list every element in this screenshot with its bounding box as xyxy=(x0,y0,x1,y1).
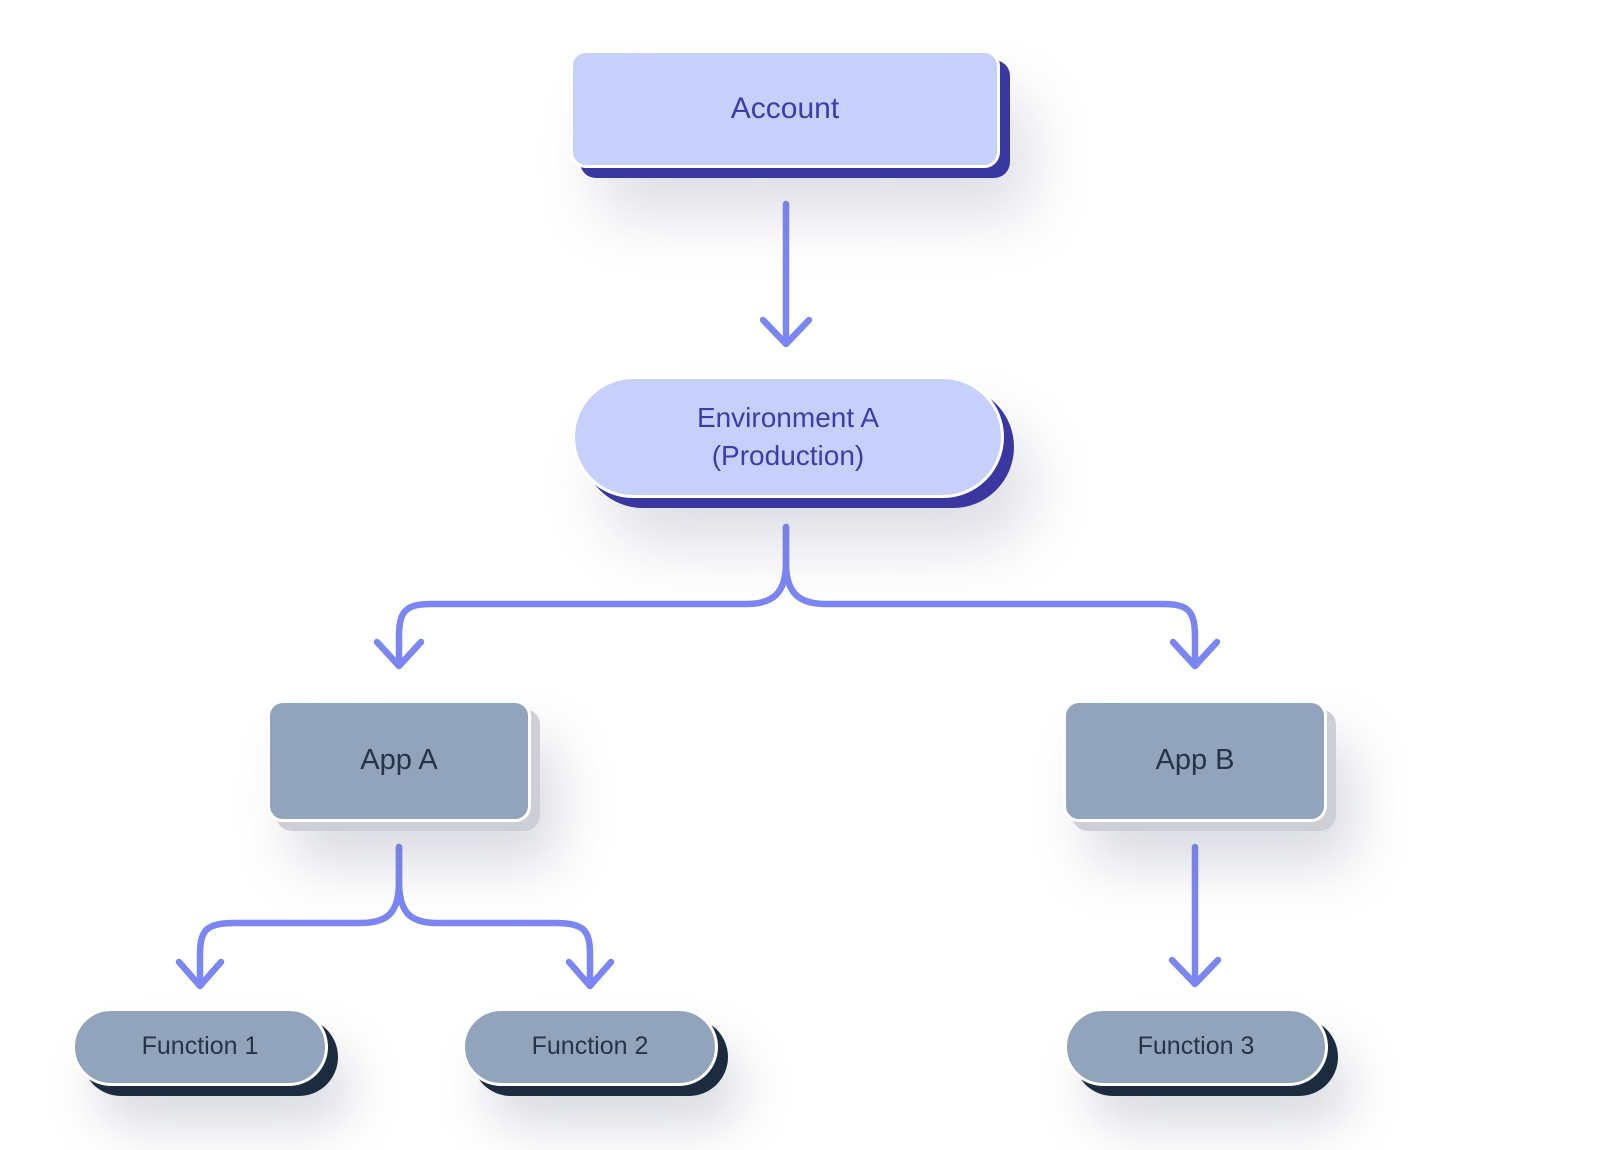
node-environment-a-label: Environment A (Production) xyxy=(697,399,879,475)
node-function-1-label: Function 1 xyxy=(141,1032,259,1061)
edge-app-b-function-3 xyxy=(1168,843,1222,988)
edge-environment-app-a xyxy=(373,523,790,670)
node-function-2: Function 2 xyxy=(462,1008,718,1086)
node-account-label: Account xyxy=(730,91,840,125)
edge-account-environment xyxy=(759,200,813,348)
node-function-3: Function 3 xyxy=(1064,1008,1328,1086)
node-app-b-label: App B xyxy=(1155,744,1235,777)
edge-environment-app-b xyxy=(782,523,1221,670)
environment-type: (Production) xyxy=(711,440,865,471)
node-app-a-label: App A xyxy=(360,744,438,777)
node-environment-a: Environment A (Production) xyxy=(572,376,1004,498)
node-function-1: Function 1 xyxy=(72,1008,328,1086)
edge-app-a-function-1 xyxy=(175,843,403,990)
node-function-3-label: Function 3 xyxy=(1137,1032,1255,1061)
node-account: Account xyxy=(570,50,1000,168)
node-function-2-label: Function 2 xyxy=(531,1032,649,1061)
node-app-b: App B xyxy=(1063,700,1327,822)
environment-name: Environment A xyxy=(696,402,880,434)
node-app-a: App A xyxy=(267,700,531,822)
edge-app-a-function-2 xyxy=(395,843,615,990)
